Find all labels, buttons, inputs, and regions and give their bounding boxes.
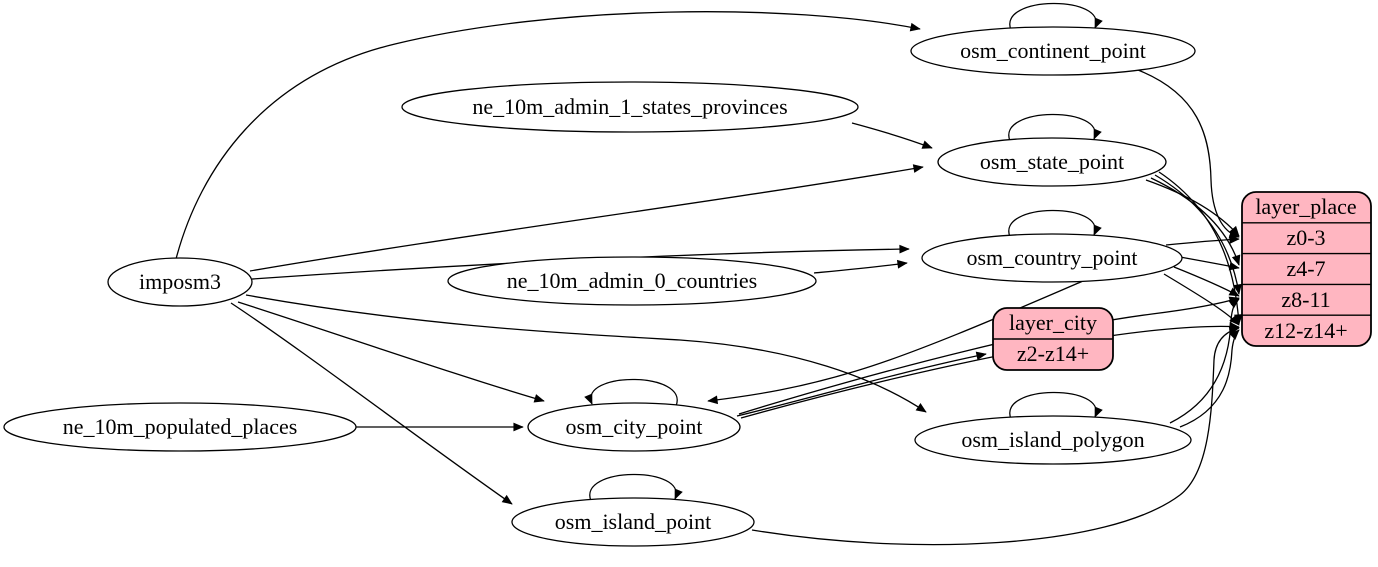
- node-osm_state_point: osm_state_point: [937, 137, 1167, 187]
- node-ne_10m_admin_0_countries-label: ne_10m_admin_0_countries: [507, 268, 758, 293]
- edge-osm_country_point-layer_place-z4-7: [1179, 256, 1240, 271]
- nodes-layer: imposm3 ne_10m_populated_places ne_10m_a…: [3, 26, 1196, 547]
- edge-osm_country_point-layer_place-z0-3: [1165, 235, 1240, 246]
- edge-osm_country_point-osm_city_point: [707, 280, 1084, 405]
- edge-osm_island_point-layer_place-z12-z14: [751, 326, 1240, 546]
- node-osm_island_polygon-shape: [914, 415, 1192, 465]
- node-osm_island_point-shape: [511, 497, 755, 547]
- edge-osm_city_point-layer_city-z2: [736, 351, 987, 417]
- edge-loop-osm_island_point: [589, 473, 683, 502]
- node-layer_place-box: [1241, 191, 1372, 347]
- node-ne_10m_populated_places: ne_10m_populated_places: [3, 402, 357, 452]
- node-osm_country_point-shape: [921, 233, 1183, 283]
- node-osm_city_point-label: osm_city_point: [566, 414, 703, 439]
- node-ne_10m_admin_1_states_provinces: ne_10m_admin_1_states_provinces: [401, 81, 859, 133]
- edge-imposm3-osm_city_point: [237, 301, 545, 403]
- edge-loop-osm_island_polygon: [1009, 391, 1103, 420]
- node-layer_place: layer_place z0-3 z4-7 z8-11 z12-z14+: [1241, 191, 1372, 347]
- layer_place-row-z12-z14: z12-z14+: [1264, 318, 1347, 343]
- node-ne_10m_admin_0_countries-shape: [447, 256, 817, 306]
- edge-imposm3-osm_island_polygon: [245, 294, 927, 413]
- edge-ne_10m_admin_0_countries-osm_country_point: [813, 259, 908, 274]
- edge-loop-osm_city_point: [584, 378, 678, 407]
- node-osm_state_point-shape: [937, 137, 1167, 187]
- layer_place-row-z0-3: z0-3: [1286, 225, 1325, 250]
- edge-imposm3-osm_state_point: [249, 164, 924, 272]
- node-ne_10m_populated_places-label: ne_10m_populated_places: [63, 414, 298, 439]
- node-imposm3: imposm3: [107, 257, 253, 307]
- edge-osm_continent_point-layer_place-z0-3: [1137, 69, 1240, 239]
- edge-imposm3-osm_island_point: [230, 302, 513, 505]
- node-osm_continent_point: osm_continent_point: [910, 26, 1196, 76]
- node-osm_continent_point-label: osm_continent_point: [960, 38, 1146, 63]
- edge-osm_island_polygon-layer_place-z8-11: [1169, 298, 1240, 424]
- node-osm_country_point-label: osm_country_point: [966, 245, 1137, 270]
- edge-osm_city_point-layer_place-z12-z14: [740, 321, 1240, 419]
- edge-osm_state_point-layer_place-z4-7: [1150, 177, 1241, 266]
- edge-osm_country_point-layer_place-z12-z14: [1163, 273, 1240, 326]
- node-osm_island_point-label: osm_island_point: [555, 509, 711, 534]
- node-osm_island_polygon: osm_island_polygon: [914, 415, 1192, 465]
- node-imposm3-label: imposm3: [139, 269, 221, 294]
- layer_place-row-z8-11: z8-11: [1281, 287, 1330, 312]
- layer_place-row-z4-7: z4-7: [1286, 256, 1325, 281]
- edge-loop-osm_state_point: [1008, 113, 1102, 142]
- edge-loop-osm_country_point: [1008, 209, 1102, 238]
- node-osm_city_point-shape: [527, 402, 741, 452]
- node-osm_island_polygon-label: osm_island_polygon: [961, 427, 1144, 452]
- node-osm_city_point: osm_city_point: [527, 402, 741, 452]
- edge-osm_state_point-layer_place-z0-3: [1145, 179, 1240, 237]
- edge-osm_country_point-layer_place-z8-11: [1173, 266, 1240, 297]
- node-osm_country_point: osm_country_point: [921, 233, 1183, 283]
- node-ne_10m_admin_1_states_provinces-label: ne_10m_admin_1_states_provinces: [472, 94, 787, 119]
- node-osm_island_point: osm_island_point: [511, 497, 755, 547]
- node-osm_state_point-label: osm_state_point: [980, 149, 1124, 174]
- edge-imposm3-osm_continent_point: [175, 11, 921, 260]
- edges-layer: [175, 2, 1243, 546]
- node-layer_city: layer_city z2-z14+: [992, 307, 1114, 371]
- edge-loop-osm_continent_point: [1009, 2, 1103, 31]
- node-layer_place-title: layer_place: [1255, 194, 1356, 219]
- edge-osm_state_point-layer_place-z8-11: [1154, 174, 1242, 295]
- node-osm_continent_point-shape: [910, 26, 1196, 76]
- edge-ne_10m_admin_1_states_provinces-osm_state_point: [851, 122, 933, 149]
- node-imposm3-shape: [107, 257, 253, 307]
- layer_city-row-z2-z14: z2-z14+: [1017, 341, 1089, 366]
- node-ne_10m_populated_places-shape: [3, 402, 357, 452]
- node-ne_10m_admin_0_countries: ne_10m_admin_0_countries: [447, 256, 817, 306]
- node-layer_city-title: layer_city: [1009, 310, 1097, 335]
- edge-osm_island_polygon-layer_place-z12-z14: [1179, 329, 1240, 428]
- node-ne_10m_admin_1_states_provinces-shape: [401, 81, 859, 133]
